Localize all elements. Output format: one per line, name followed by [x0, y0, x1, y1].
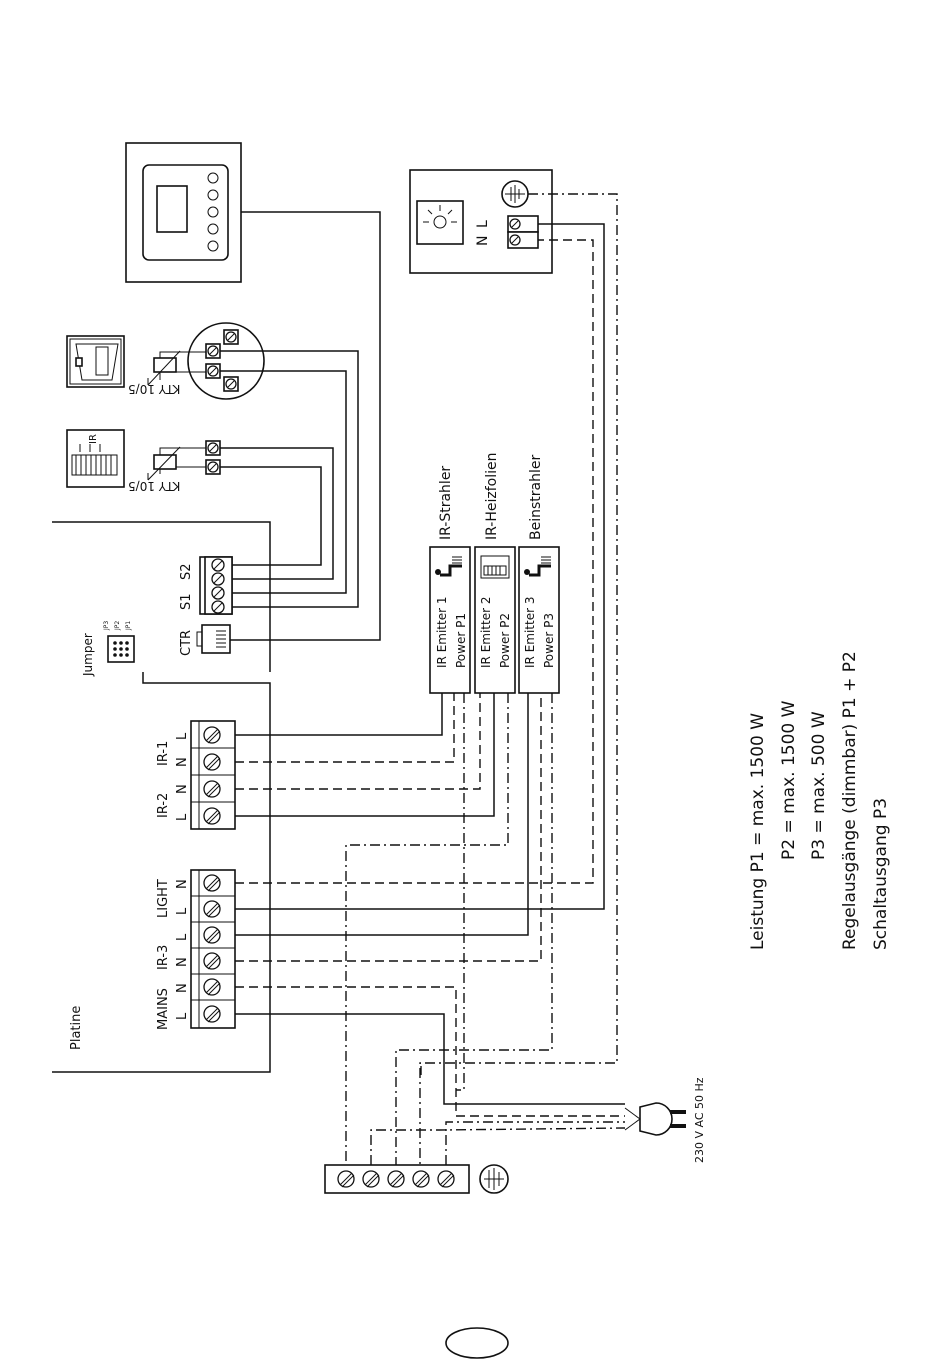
note-line-3: P3 = max. 500 W: [809, 711, 829, 860]
ir-heater-icon: [66, 429, 125, 488]
emitter-box-3: [518, 546, 560, 694]
jumper-label: Jumper: [81, 633, 95, 677]
ir2-pin-n: N: [175, 784, 190, 794]
emitter-2-line1: IR Emitter 2: [479, 597, 493, 668]
ground-terminal-strip: [324, 1164, 509, 1194]
emitter-2-title: IR-Heizfolien: [484, 453, 500, 540]
kty-label-2: KTY 10/5: [128, 479, 180, 493]
emitter-1-title: IR-Strahler: [438, 466, 454, 540]
ir1-pin-l: L: [175, 732, 190, 740]
plug-voltage-label: 230 V AC 50 Hz: [693, 1077, 706, 1163]
ir-icon-label: IR: [88, 434, 99, 444]
sensor-2-terminal: [205, 440, 221, 475]
jumper-pin-label: JP3: [103, 621, 110, 631]
sauna-cabin-icon: [66, 335, 125, 388]
terminal-ir: [190, 720, 236, 830]
emitter-3-title: Beinstrahler: [528, 455, 544, 540]
jumper: [107, 635, 135, 663]
lamp-box: [409, 169, 553, 274]
jumper-pin-label: JP2: [114, 621, 121, 631]
kty-sensor-2: [147, 446, 206, 481]
ir3-label: IR-3: [156, 945, 171, 970]
note-line-4: Regelausgänge (dimmbar) P1 + P2: [840, 651, 860, 950]
ir1-pin-n: N: [175, 757, 190, 767]
emitter-box-2: [474, 546, 516, 694]
s1-label: S1: [179, 593, 194, 610]
kty-label-1: KTY 10/5: [128, 382, 180, 396]
ctr-label: CTR: [179, 630, 194, 656]
emitter-3-line2: Power P3: [542, 613, 556, 668]
board-label: Platine: [69, 1006, 84, 1050]
ir3-pin-n: N: [175, 957, 190, 967]
control-panel: [125, 142, 242, 283]
s2-label: S2: [179, 563, 194, 580]
board-outline: [52, 521, 271, 1073]
ir3-pin-l: L: [175, 933, 190, 941]
round-sensor-terminal: [187, 322, 265, 400]
jumper-pin-label: JP1: [125, 621, 132, 631]
emitter-2-line2: Power P2: [498, 613, 512, 668]
terminal-mains: [190, 869, 236, 1029]
note-line-5: Schaltausgang P3: [871, 798, 891, 950]
mains-pin-l: L: [175, 1012, 190, 1020]
mains-plug-icon: [624, 1102, 686, 1136]
light-pin-n: N: [175, 879, 190, 889]
sensor-terminal: [199, 556, 233, 615]
page-number-oval: [445, 1327, 509, 1359]
light-pin-l: L: [175, 907, 190, 915]
lamp-l-label: L: [475, 220, 491, 228]
ir1-label: IR-1: [156, 741, 171, 766]
mains-pin-n: N: [175, 983, 190, 993]
note-line-2: P2 = max. 1500 W: [779, 700, 799, 860]
emitter-box-1: [429, 546, 471, 694]
ctr-connector: [196, 624, 231, 654]
wires: [220, 193, 626, 1165]
light-label: LIGHT: [156, 879, 171, 918]
mains-label: MAINS: [156, 988, 171, 1030]
emitter-1-line1: IR Emitter 1: [435, 597, 449, 668]
note-line-1: Leistung P1 = max. 1500 W: [748, 713, 768, 950]
lamp-n-label: N: [475, 236, 491, 246]
ir2-label: IR-2: [156, 793, 171, 818]
kty-sensor-1: [147, 350, 206, 386]
ir2-pin-l: L: [175, 813, 190, 821]
emitter-1-line2: Power P1: [454, 613, 468, 668]
emitter-3-line1: IR Emitter 3: [523, 597, 537, 668]
